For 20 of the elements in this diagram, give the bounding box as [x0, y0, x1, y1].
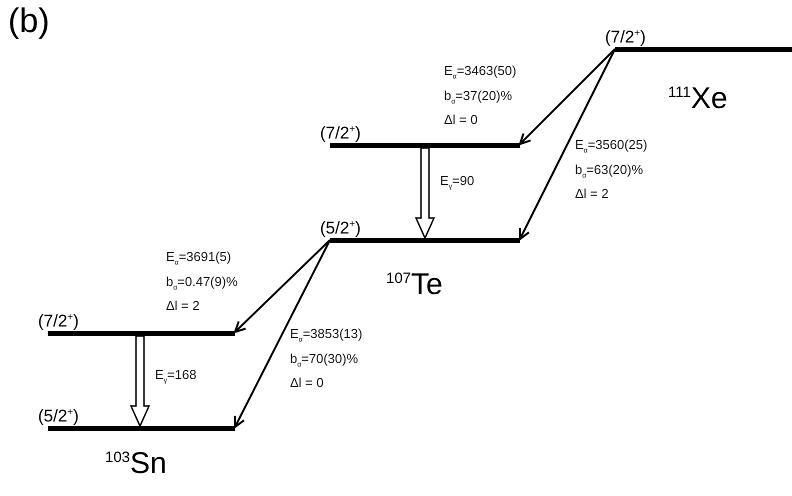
spin-parity-label: (5/2$^{+}$)	[320, 218, 361, 238]
alpha-decay-arrow	[234, 240, 331, 428]
panel-label: (b)	[8, 2, 50, 41]
energy-level	[48, 331, 235, 336]
alpha-decay-arrow	[234, 239, 331, 333]
energy-level	[330, 143, 520, 148]
alpha-decay-arrow	[519, 48, 616, 145]
nuclide-label: $^{111}$Xe	[668, 82, 728, 116]
spin-parity-label: (7/2$^{+}$)	[320, 122, 361, 143]
spin-parity-label: (7/2$^{+}$)	[38, 310, 79, 331]
energy-level	[615, 47, 792, 52]
energy-level	[48, 426, 235, 431]
spin-parity-label: (7/2$^{+}$)	[605, 26, 646, 47]
spin-parity-label: (5/2$^{+}$)	[38, 406, 79, 426]
alpha-decay-arrow	[519, 48, 616, 240]
nuclide-label: $^{107}$Te	[386, 268, 443, 302]
nuclide-label: $^{103}$Sn	[105, 447, 167, 481]
energy-level	[330, 238, 520, 243]
gamma-transition-arrow	[130, 335, 150, 428]
gamma-transition-arrow	[414, 147, 436, 240]
